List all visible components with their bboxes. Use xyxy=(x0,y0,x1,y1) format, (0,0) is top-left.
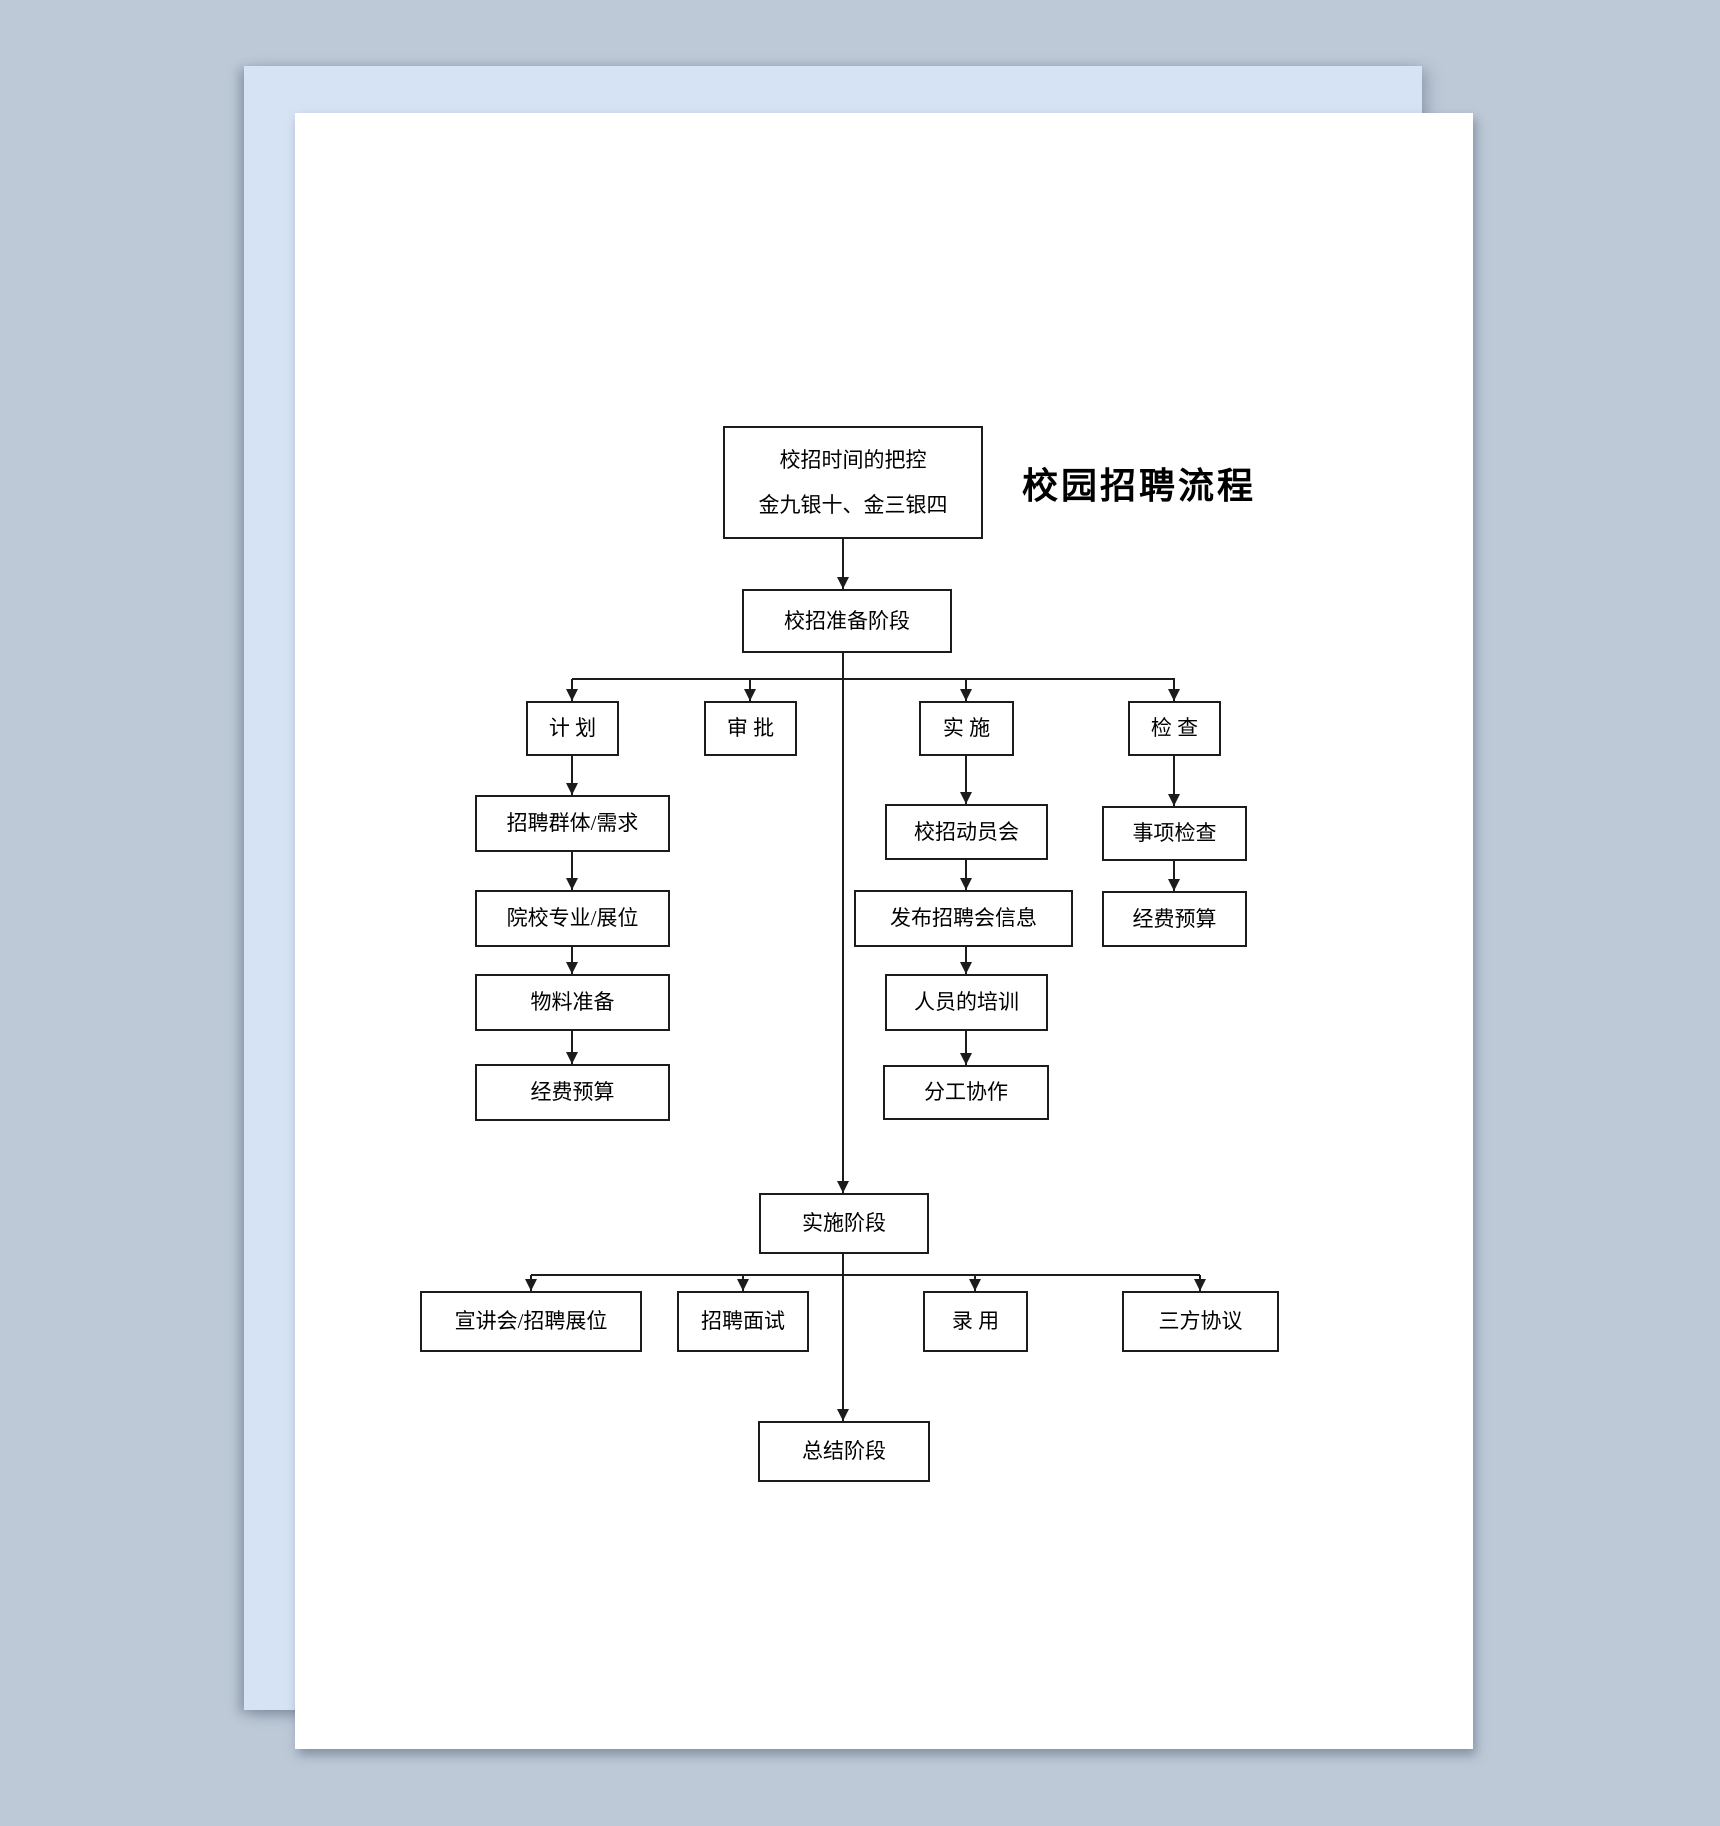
arrow-into-item-inspection xyxy=(1168,794,1180,806)
flowchart: 校园招聘流程 校招时间的把控 金九银十、金三银四 校招准备阶段 计 划 审 批 … xyxy=(295,113,1473,1749)
connector-branch-top xyxy=(572,678,1175,680)
connector-right-2 xyxy=(1173,861,1175,891)
flow-node-summary-stage: 总结阶段 xyxy=(758,1421,930,1482)
timing-line2: 金九银十、金三银四 xyxy=(758,492,948,517)
arrow-into-plan xyxy=(566,689,578,701)
flow-node-material-prep: 物料准备 xyxy=(475,974,670,1031)
connector-center-spine xyxy=(842,653,844,1193)
flow-node-mobilization: 校招动员会 xyxy=(885,804,1048,860)
arrow-into-hiring xyxy=(969,1279,981,1291)
arrow-into-interview xyxy=(737,1279,749,1291)
connector-mid-1 xyxy=(965,756,967,804)
flow-node-approve: 审 批 xyxy=(704,701,797,756)
page-title: 校园招聘流程 xyxy=(1021,466,1257,506)
flow-node-impl-stage: 实施阶段 xyxy=(759,1193,929,1254)
flow-node-interview: 招聘面试 xyxy=(677,1291,809,1352)
flow-node-school-major: 院校专业/展位 xyxy=(475,890,670,947)
flow-node-plan: 计 划 xyxy=(526,701,619,756)
arrow-into-prep-stage xyxy=(837,577,849,589)
connector-timing-prep xyxy=(842,539,844,589)
connector-left-3 xyxy=(571,947,573,974)
connector-right-1 xyxy=(1173,756,1175,806)
connector-branch-bottom xyxy=(531,1274,1200,1276)
arrow-into-impl-stage xyxy=(837,1181,849,1193)
flow-node-inspect: 检 查 xyxy=(1128,701,1221,756)
flow-node-tripartite: 三方协议 xyxy=(1122,1291,1279,1352)
connector-mid-4 xyxy=(965,1031,967,1065)
arrow-into-recruit-group xyxy=(566,783,578,795)
arrow-into-approve xyxy=(744,689,756,701)
flow-node-prep-stage: 校招准备阶段 xyxy=(742,589,952,653)
flow-node-budget-right: 经费预算 xyxy=(1102,891,1247,947)
arrow-into-staff-training xyxy=(960,962,972,974)
connector-left-4 xyxy=(571,1031,573,1064)
flow-node-career-talk: 宣讲会/招聘展位 xyxy=(420,1291,642,1352)
flow-node-hiring: 录 用 xyxy=(923,1291,1028,1352)
arrow-into-mobilization xyxy=(960,792,972,804)
arrow-into-inspect xyxy=(1168,689,1180,701)
flow-node-division-work: 分工协作 xyxy=(883,1065,1049,1120)
flow-node-item-inspection: 事项检查 xyxy=(1102,806,1247,861)
connector-left-2 xyxy=(571,852,573,890)
arrow-into-implement xyxy=(960,689,972,701)
arrow-into-material-prep xyxy=(566,962,578,974)
connector-left-1 xyxy=(571,756,573,795)
arrow-into-tripartite xyxy=(1194,1279,1206,1291)
timing-line1: 校招时间的把控 xyxy=(779,447,927,472)
arrow-into-career-talk xyxy=(525,1279,537,1291)
arrow-into-division-work xyxy=(960,1053,972,1065)
arrow-into-summary-stage xyxy=(837,1409,849,1421)
connector-mid-2 xyxy=(965,860,967,890)
arrow-into-publish-info xyxy=(960,878,972,890)
flow-node-recruit-group: 招聘群体/需求 xyxy=(475,795,670,852)
flow-node-timing: 校招时间的把控 金九银十、金三银四 xyxy=(723,426,983,539)
flow-node-implement: 实 施 xyxy=(919,701,1014,756)
flow-node-publish-info: 发布招聘会信息 xyxy=(854,890,1073,947)
flow-node-budget-left: 经费预算 xyxy=(475,1064,670,1121)
arrow-into-school-major xyxy=(566,878,578,890)
connector-mid-3 xyxy=(965,947,967,974)
flow-node-staff-training: 人员的培训 xyxy=(885,974,1048,1031)
arrow-into-budget-right xyxy=(1168,879,1180,891)
connector-impl-summary xyxy=(842,1254,844,1421)
arrow-into-budget-left xyxy=(566,1052,578,1064)
